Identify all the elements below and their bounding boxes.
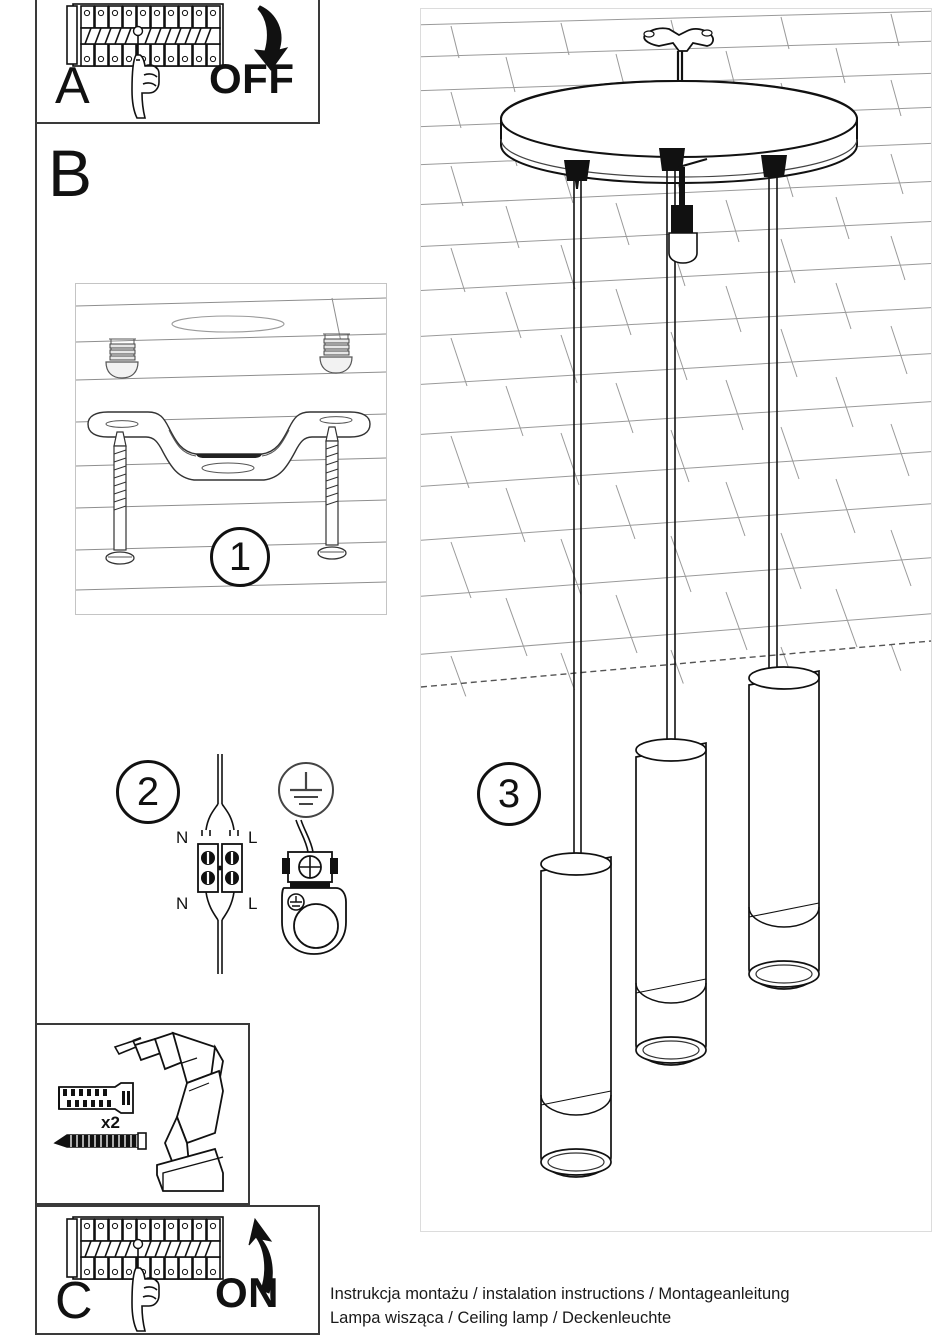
wall-anchor-right bbox=[319, 333, 353, 374]
ceiling-canopy bbox=[500, 79, 858, 185]
step-3-number: 3 bbox=[477, 762, 541, 826]
hand-pointing-icon bbox=[131, 36, 160, 119]
ceiling-edge bbox=[420, 640, 932, 688]
screw-right bbox=[317, 426, 347, 560]
pendant-lamp-drawing bbox=[420, 10, 932, 1178]
breaker-panel-icon bbox=[66, 3, 224, 67]
wall-anchor-left bbox=[105, 338, 139, 379]
step-2-wiring: 2 bbox=[110, 752, 370, 982]
panel-a-power-off: A OFF bbox=[35, 0, 320, 124]
arrow-up-icon bbox=[248, 1217, 273, 1294]
cordless-drill-icon bbox=[113, 1031, 224, 1192]
breaker-off-illustration bbox=[66, 3, 289, 119]
ceiling-hole bbox=[171, 315, 285, 333]
terminal-label-n-bottom: N bbox=[176, 894, 189, 913]
pendant-cables bbox=[564, 148, 787, 1009]
panel-c-action-label: ON bbox=[215, 1269, 279, 1316]
panel-a-action-label: OFF bbox=[209, 55, 295, 102]
step-1-bracket-mounting: 1 bbox=[75, 283, 387, 615]
outgoing-cable bbox=[205, 891, 235, 974]
wiring-illustration bbox=[197, 754, 347, 974]
parts-quantity-label: x2 bbox=[101, 1113, 120, 1132]
terminal-label-n-top: N bbox=[176, 828, 189, 847]
arrow-down-icon bbox=[253, 5, 289, 71]
panel-c-power-on: C ON bbox=[35, 1205, 320, 1335]
panel-c-letter: C bbox=[55, 1272, 93, 1330]
step-3-lamp-illustration: 3 bbox=[420, 8, 932, 1232]
ceiling-bracket bbox=[643, 27, 714, 93]
mounting-bracket bbox=[87, 411, 371, 481]
pendant-tube-right bbox=[748, 666, 820, 990]
screw-icon bbox=[53, 1132, 147, 1150]
terminal-label-l-top: L bbox=[248, 828, 258, 847]
panel-parts-and-drill: x2 bbox=[35, 1023, 250, 1205]
terminal-label-l-bottom: L bbox=[248, 894, 258, 913]
panel-b-letter: B bbox=[48, 136, 93, 210]
terminal-block bbox=[197, 843, 243, 893]
panel-a-letter: A bbox=[55, 57, 90, 115]
wall-plug-icon bbox=[58, 1082, 134, 1114]
step-1-number: 1 bbox=[210, 527, 270, 587]
footer-line-1: Instrukcja montażu / instalation instruc… bbox=[330, 1285, 790, 1303]
earth-terminal-bracket bbox=[281, 851, 347, 955]
incoming-cable bbox=[201, 754, 239, 836]
bracket-mount-illustration bbox=[75, 297, 387, 591]
breaker-panel-icon bbox=[66, 1216, 224, 1280]
earth-wire bbox=[295, 819, 314, 853]
footer-line-2: Lampa wisząca / Ceiling lamp / Deckenleu… bbox=[330, 1309, 672, 1327]
earth-ground-symbol bbox=[278, 762, 334, 818]
pendant-tube-middle bbox=[635, 738, 707, 1066]
breaker-on-illustration bbox=[66, 1216, 273, 1332]
hand-pointing-icon bbox=[131, 1249, 160, 1332]
step-2-number: 2 bbox=[116, 760, 180, 824]
pendant-tube-left bbox=[540, 852, 612, 1178]
parts-illustration bbox=[53, 1031, 224, 1192]
left-column-divider bbox=[35, 0, 37, 1331]
screw-left bbox=[105, 431, 135, 565]
